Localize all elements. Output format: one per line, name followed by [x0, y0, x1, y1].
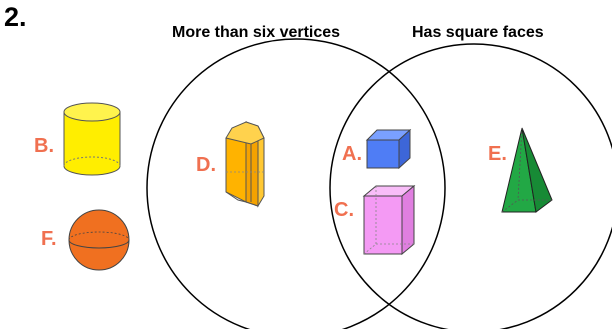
- sphere-shape: [68, 209, 130, 271]
- cube-shape: [365, 128, 412, 170]
- right-set-label: Has square faces: [412, 24, 544, 41]
- label-d: D.: [196, 154, 216, 176]
- label-a: A.: [342, 143, 362, 165]
- square-pyramid-shape: [501, 127, 553, 213]
- label-f: F.: [41, 228, 57, 250]
- label-c: C.: [334, 199, 354, 221]
- left-set-label: More than six vertices: [172, 24, 341, 41]
- question-number: 2.: [4, 2, 27, 32]
- rectangular-prism-shape: [362, 184, 416, 256]
- hexagonal-prism-shape: [225, 120, 265, 208]
- cylinder-shape: [63, 102, 121, 176]
- label-e: E.: [488, 143, 507, 165]
- right-set-circle: [329, 43, 612, 329]
- left-set-circle: [146, 38, 446, 329]
- label-b: B.: [34, 135, 54, 157]
